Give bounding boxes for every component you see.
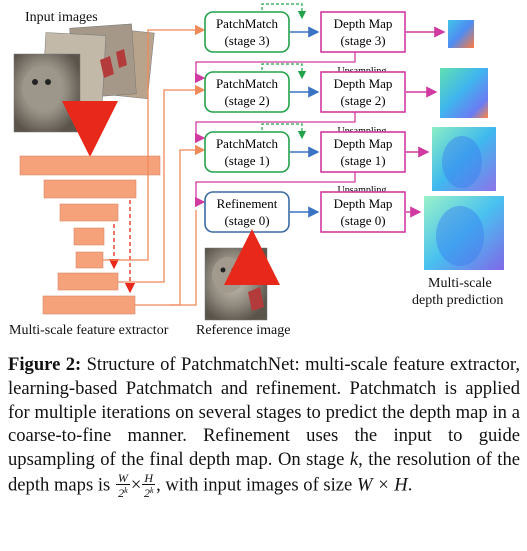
stage-2: PatchMatch (stage 2)	[204, 71, 290, 113]
upsampling-label-3: Upsampling	[338, 185, 387, 196]
prediction-label-1: Multi-scale	[428, 276, 492, 291]
stage-1-sub: (stage 1)	[224, 153, 269, 168]
stage-1: PatchMatch (stage 1)	[204, 131, 290, 173]
depth-map-0: Depth Map (stage 0)	[320, 191, 406, 233]
depth-0-sub: (stage 0)	[340, 213, 385, 228]
reference-image	[204, 247, 268, 321]
depth-map-2: Depth Map (stage 2)	[320, 71, 406, 113]
stage-2-sub: (stage 2)	[224, 93, 269, 108]
depth-3-title: Depth Map	[334, 16, 393, 31]
input-images	[13, 23, 155, 133]
feature-extractor	[19, 155, 161, 315]
reference-label: Reference image	[196, 323, 291, 338]
figure-caption: Figure 2: Structure of PatchmatchNet: mu…	[8, 353, 520, 499]
upsampling-arrows	[194, 52, 356, 208]
refinement-sub: (stage 0)	[224, 213, 269, 228]
caption-text-4: .	[407, 474, 413, 496]
depth-2-title: Depth Map	[334, 76, 393, 91]
refinement-title: Refinement	[217, 196, 278, 211]
depth-map-3: Depth Map (stage 3)	[320, 11, 406, 53]
stage-1-title: PatchMatch	[216, 136, 279, 151]
stage-3: PatchMatch (stage 3)	[204, 11, 290, 53]
refinement-stage: Refinement (stage 0)	[204, 191, 290, 233]
extractor-label: Multi-scale feature extractor	[9, 323, 169, 338]
feature-arrows	[103, 24, 206, 306]
depth-1-title: Depth Map	[334, 136, 393, 151]
depth-1-sub: (stage 1)	[340, 153, 385, 168]
depth-predictions	[424, 20, 504, 270]
times-symbol: ×	[130, 474, 142, 496]
caption-label: Figure 2:	[8, 354, 82, 375]
caption-k: k	[349, 449, 359, 471]
caption-size: W × H	[356, 474, 408, 496]
prediction-label-2: depth prediction	[412, 293, 504, 308]
depth-map-1: Depth Map (stage 1)	[320, 131, 406, 173]
depth-3-sub: (stage 3)	[340, 33, 385, 48]
stage-3-sub: (stage 3)	[224, 33, 269, 48]
depth-2-sub: (stage 2)	[340, 93, 385, 108]
stage-2-title: PatchMatch	[216, 76, 279, 91]
caption-text-2: , the resolution of the depth maps is	[8, 449, 520, 496]
depth-0-title: Depth Map	[334, 196, 393, 211]
architecture-diagram: Upsampling Upsampling Upsampling PatchMa…	[13, 3, 504, 321]
input-images-label: Input images	[25, 10, 98, 25]
caption-text-3: , with input images of size	[156, 474, 357, 496]
stage-3-title: PatchMatch	[216, 16, 279, 31]
figure-diagram: Upsampling Upsampling Upsampling PatchMa…	[9, 3, 504, 338]
caption-text-1: Structure of PatchmatchNet: multi-scale …	[8, 354, 521, 471]
